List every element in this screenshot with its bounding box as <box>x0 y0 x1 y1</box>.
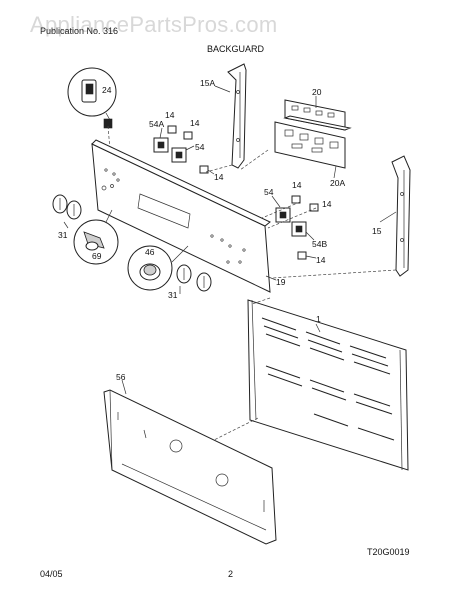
callout-14-a: 14 <box>165 110 175 120</box>
callout-14-e: 14 <box>322 199 332 209</box>
part-15-side-bracket: 15 <box>372 155 411 277</box>
part-54b-switch: 54B <box>291 221 327 249</box>
callout-56: 56 <box>116 372 126 382</box>
part-1-rear-panel: 1 <box>247 299 409 471</box>
part-20a-overlay: 20A <box>274 121 346 188</box>
callout-15: 15 <box>372 226 382 236</box>
part-54a-switch: 54A <box>149 119 169 153</box>
callout-14-b: 14 <box>190 118 200 128</box>
part-46-knob-detail: 46 <box>127 245 189 291</box>
publication-number: Publication No. 316 <box>40 26 119 36</box>
part-56-trim-panel: 56 <box>103 372 277 545</box>
callout-69: 69 <box>92 251 102 261</box>
callout-20a: 20A <box>330 178 345 188</box>
part-69-detail: 69 <box>73 209 119 265</box>
watermark: AppliancePartsPros.com <box>30 12 278 37</box>
callout-54-upper: 54 <box>195 142 205 152</box>
callout-19: 19 <box>276 277 286 287</box>
part-31-knobs-bottom: 31 <box>168 264 212 300</box>
assembly-guide-lines-upper <box>107 125 397 279</box>
callout-46: 46 <box>145 247 155 257</box>
callout-54-right: 54 <box>264 187 274 197</box>
page-title: BACKGUARD <box>207 44 265 54</box>
part-31-knobs-left: 31 <box>52 194 82 240</box>
callout-20: 20 <box>312 87 322 97</box>
callout-31-bottom: 31 <box>168 290 178 300</box>
diagram-code: T20G0019 <box>367 547 410 557</box>
rear-panel-louvers <box>261 317 395 441</box>
assembly-guide-lines-lower <box>205 297 271 445</box>
part-20-clock-board: 20 <box>283 87 352 131</box>
part-19-control-panel: 19 <box>91 139 286 293</box>
part-24-switch-detail: 24 <box>67 67 117 129</box>
callout-14-f: 14 <box>316 255 326 265</box>
callout-14-c: 14 <box>214 172 224 182</box>
part-14-screw-e: 14 <box>309 199 332 212</box>
part-14-screw-d: 14 <box>291 180 302 204</box>
callout-14-d: 14 <box>292 180 302 190</box>
part-14-screw-a: 14 <box>165 110 177 134</box>
footer-page-number: 2 <box>228 569 234 579</box>
part-15a-side-bracket: 15A <box>200 63 247 169</box>
footer-date: 04/05 <box>40 569 63 579</box>
callout-54a: 54A <box>149 119 164 129</box>
part-14-screw-c: 14 <box>199 165 224 182</box>
callout-24: 24 <box>102 85 112 95</box>
part-54-switch-upper: 54 <box>171 142 205 163</box>
callout-31-left: 31 <box>58 230 68 240</box>
callout-15a: 15A <box>200 78 215 88</box>
callout-54b: 54B <box>312 239 327 249</box>
part-14-screw-f: 14 <box>297 251 326 265</box>
callout-1: 1 <box>316 314 321 324</box>
part-54-switch-right: 54 <box>264 187 291 223</box>
part-14-screw-b: 14 <box>183 118 200 140</box>
